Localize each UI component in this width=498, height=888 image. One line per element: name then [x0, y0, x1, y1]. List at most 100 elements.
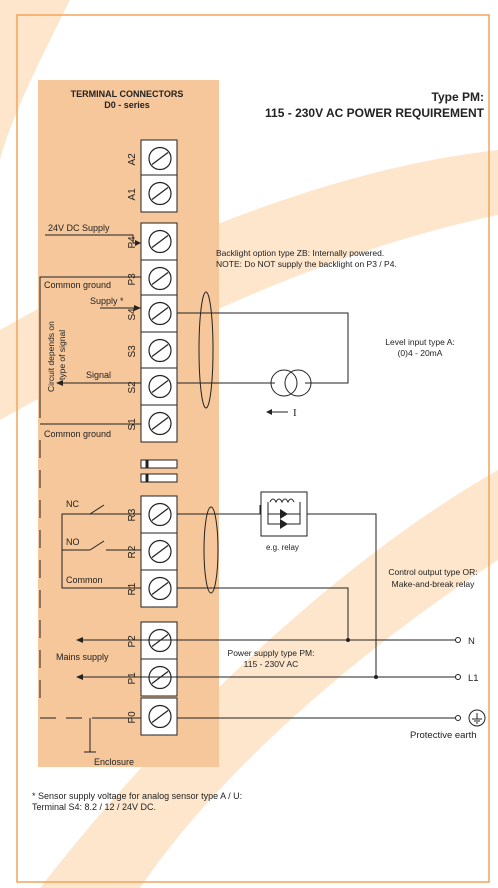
supply-label: Supply *: [90, 296, 124, 306]
arrows: [56, 240, 141, 680]
relay-label: e.g. relay: [266, 543, 299, 552]
footnote-2: Terminal S4: 8.2 / 12 / 24V DC.: [32, 802, 156, 812]
terminal-n: [455, 637, 461, 643]
page-title: Type PM:: [432, 90, 484, 104]
page-border: [16, 14, 490, 883]
cable-sheath-sensor: [198, 291, 214, 409]
signal-label: Signal: [86, 370, 111, 380]
screw-slot: [151, 235, 169, 248]
terminal-earth: [455, 715, 461, 721]
screw-slot: [151, 380, 169, 393]
relay-r1-wire: [177, 587, 349, 640]
terminal-r3: R3: [127, 495, 178, 534]
terminal-a1: A1: [127, 174, 178, 213]
terminal-label: R1: [127, 582, 138, 595]
relay-diode-2: [280, 519, 288, 529]
relay-diode-1: [280, 509, 288, 519]
enclosure-label: Enclosure: [94, 757, 134, 767]
terminal-label: A2: [127, 153, 138, 166]
spacer-bar: [140, 473, 178, 483]
no-contact: [89, 540, 105, 551]
terminal-label: P2: [127, 635, 138, 648]
terminal-label: R2: [127, 545, 138, 558]
circuit-depends-label: Circuit depends on: [46, 321, 56, 392]
sensor-loop-top: [177, 312, 349, 384]
control-output-note-2: Make-and-break relay: [392, 579, 475, 589]
terminal-s2: S2: [127, 367, 178, 406]
screw-slot: [151, 417, 169, 430]
terminal-label: S3: [127, 345, 138, 358]
supply-arrow: [134, 305, 141, 311]
nc-label: NC: [66, 499, 79, 509]
terminal-a2: A2: [127, 139, 178, 178]
wiring: [39, 234, 456, 752]
earth-icon: [468, 709, 486, 727]
terminal-p3: P3: [127, 259, 178, 298]
footnote-1: * Sensor supply voltage for analog senso…: [32, 791, 242, 801]
terminal-l1: [455, 674, 461, 680]
terminal-s3: S3: [127, 331, 178, 370]
control-output-note-1: Control output type OR:: [388, 567, 477, 577]
panel-subtitle: D0 - series: [104, 100, 150, 110]
power-supply-note-2: 115 - 230V AC: [244, 659, 299, 669]
terminal-r1: R1: [127, 569, 178, 608]
terminal-p0: P0: [127, 697, 178, 736]
screw-slot: [151, 545, 169, 558]
backlight-note-1: Backlight option type ZB: Internally pow…: [216, 248, 384, 258]
type-of-signal-label: type of signal: [57, 330, 67, 380]
power-supply-note-1: Power supply type PM:: [228, 648, 315, 658]
junction-dot: [374, 675, 378, 679]
screw-slot: [151, 344, 169, 357]
terminal-r2: R2: [127, 532, 178, 571]
panel-title: TERMINAL CONNECTORS: [71, 89, 184, 99]
common-ground-label: Common ground: [44, 280, 111, 290]
terminal-label: S2: [127, 381, 138, 394]
common-ground-2-label: Common ground: [44, 429, 111, 439]
backlight-note-2: NOTE: Do NOT supply the backlight on P3 …: [216, 259, 397, 269]
relay-common-wire: [61, 580, 141, 589]
screw-slot: [151, 582, 169, 595]
relay-r3-wire: [177, 513, 377, 677]
junction-dot: [346, 638, 350, 642]
relay-coil: [269, 498, 295, 504]
mains-arrow-n: [76, 637, 83, 643]
screw-slot: [151, 307, 169, 320]
dc-arrow: [135, 240, 141, 246]
terminal-s1: S1: [127, 404, 178, 443]
n-label: N: [468, 636, 475, 647]
screw-slot: [151, 187, 169, 200]
terminal-label: P3: [127, 273, 138, 286]
common-label: Common: [66, 575, 103, 585]
page-subtitle: 115 - 230V AC POWER REQUIREMENT: [265, 106, 485, 120]
terminal-label: S4: [127, 308, 138, 321]
current-source-circle: [270, 369, 298, 397]
current-source-circle: [284, 369, 312, 397]
current-arrowhead: [266, 409, 272, 415]
terminal-label: A1: [127, 188, 138, 201]
background-swoosh: [40, 470, 498, 888]
l1-label: L1: [468, 673, 479, 684]
terminal-label: P0: [127, 711, 138, 724]
level-input-note-2: (0)4 - 20mA: [398, 348, 443, 358]
screw-slot: [151, 272, 169, 285]
nc-contact: [89, 504, 105, 515]
dc-supply-label: 24V DC Supply: [48, 223, 110, 233]
screw-slot: [151, 152, 169, 165]
common-ground-wire: [39, 276, 141, 418]
screw-slot: [151, 508, 169, 521]
cable-sheath-relay: [203, 506, 219, 594]
signal-arrow: [56, 380, 63, 386]
level-input-note-1: Level input type A:: [385, 337, 454, 347]
protective-earth-label: Protective earth: [410, 730, 477, 741]
spacer-bar: [140, 459, 178, 469]
screw-slot: [151, 710, 169, 723]
mains-supply-label: Mains supply: [56, 652, 109, 662]
terminal-label: R3: [127, 508, 138, 521]
mains-arrow-l1: [76, 674, 83, 680]
no-label: NO: [66, 537, 80, 547]
current-label: I: [293, 407, 297, 419]
terminal-label: P1: [127, 672, 138, 685]
